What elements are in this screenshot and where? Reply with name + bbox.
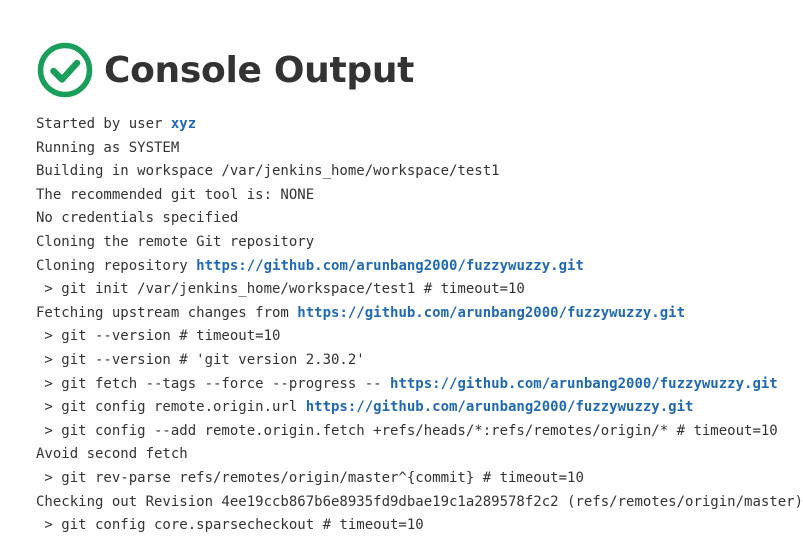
console-line-text: No credentials specified: [36, 210, 239, 227]
repository-link[interactable]: https://github.com/arunbang2000/fuzzywuz…: [297, 304, 686, 321]
console-line-text: Cloning the remote Git repository: [36, 233, 315, 250]
user-link[interactable]: xyz: [170, 116, 197, 132]
console-line-text: Started by user: [36, 116, 171, 132]
console-line: Avoid second fetch: [36, 443, 736, 467]
console-line: The recommended git tool is: NONE: [36, 184, 736, 208]
console-line-text: Checking out Revision 4ee19ccb867b6e8935…: [36, 493, 803, 510]
console-line-text: Avoid second fetch: [36, 446, 188, 463]
success-check-circle-icon: [37, 42, 93, 98]
console-line: Cloning the remote Git repository: [36, 231, 736, 255]
console-line-text: > git --version # timeout=10: [36, 328, 281, 345]
console-line: > git rev-parse refs/remotes/origin/mast…: [36, 467, 736, 491]
console-line-text: Building in workspace /var/jenkins_home/…: [36, 163, 500, 180]
page-header: Console Output: [37, 42, 414, 98]
repository-link[interactable]: https://github.com/arunbang2000/fuzzywuz…: [196, 257, 584, 274]
console-line: Cloning repository https://github.com/ar…: [36, 255, 736, 279]
console-line: No credentials specified: [36, 207, 736, 231]
console-line: > git init /var/jenkins_home/workspace/t…: [36, 278, 736, 302]
console-line: Checking out Revision 4ee19ccb867b6e8935…: [36, 491, 803, 515]
console-line-text: Running as SYSTEM: [36, 139, 180, 156]
console-line-text: > git init /var/jenkins_home/workspace/t…: [36, 281, 525, 298]
console-line: > git config core.sparsecheckout # timeo…: [36, 514, 736, 538]
page-title: Console Output: [104, 49, 415, 91]
console-line-text: > git config remote.origin.url: [36, 399, 306, 416]
console-line: Fetching upstream changes from https://g…: [36, 302, 736, 326]
console-line-text: > git config --add remote.origin.fetch +…: [36, 422, 778, 439]
console-line: > git fetch --tags --force --progress --…: [36, 373, 777, 397]
console-line-text: > git --version # 'git version 2.30.2': [36, 351, 365, 368]
console-line-text: > git rev-parse refs/remotes/origin/mast…: [36, 469, 584, 486]
console-line: Building in workspace /var/jenkins_home/…: [36, 160, 736, 184]
console-line: > git --version # timeout=10: [36, 325, 736, 349]
console-line-text: > git fetch --tags --force --progress --: [36, 375, 391, 392]
console-line: > git config --add remote.origin.fetch +…: [36, 420, 777, 444]
console-line: > git config remote.origin.url https://g…: [36, 396, 736, 420]
console-line-text: > git config core.sparsecheckout # timeo…: [36, 517, 424, 534]
console-line: > git --version # 'git version 2.30.2': [36, 349, 736, 373]
repository-link[interactable]: https://github.com/arunbang2000/fuzzywuz…: [305, 399, 694, 416]
console-line: Running as SYSTEM: [36, 137, 736, 161]
console-line-text: The recommended git tool is: NONE: [36, 186, 315, 203]
console-line-text: Cloning repository: [36, 257, 197, 274]
repository-link[interactable]: https://github.com/arunbang2000/fuzzywuz…: [390, 375, 778, 392]
console-line: Started by user xyz: [36, 113, 736, 137]
console-line-text: Fetching upstream changes from: [36, 304, 298, 321]
